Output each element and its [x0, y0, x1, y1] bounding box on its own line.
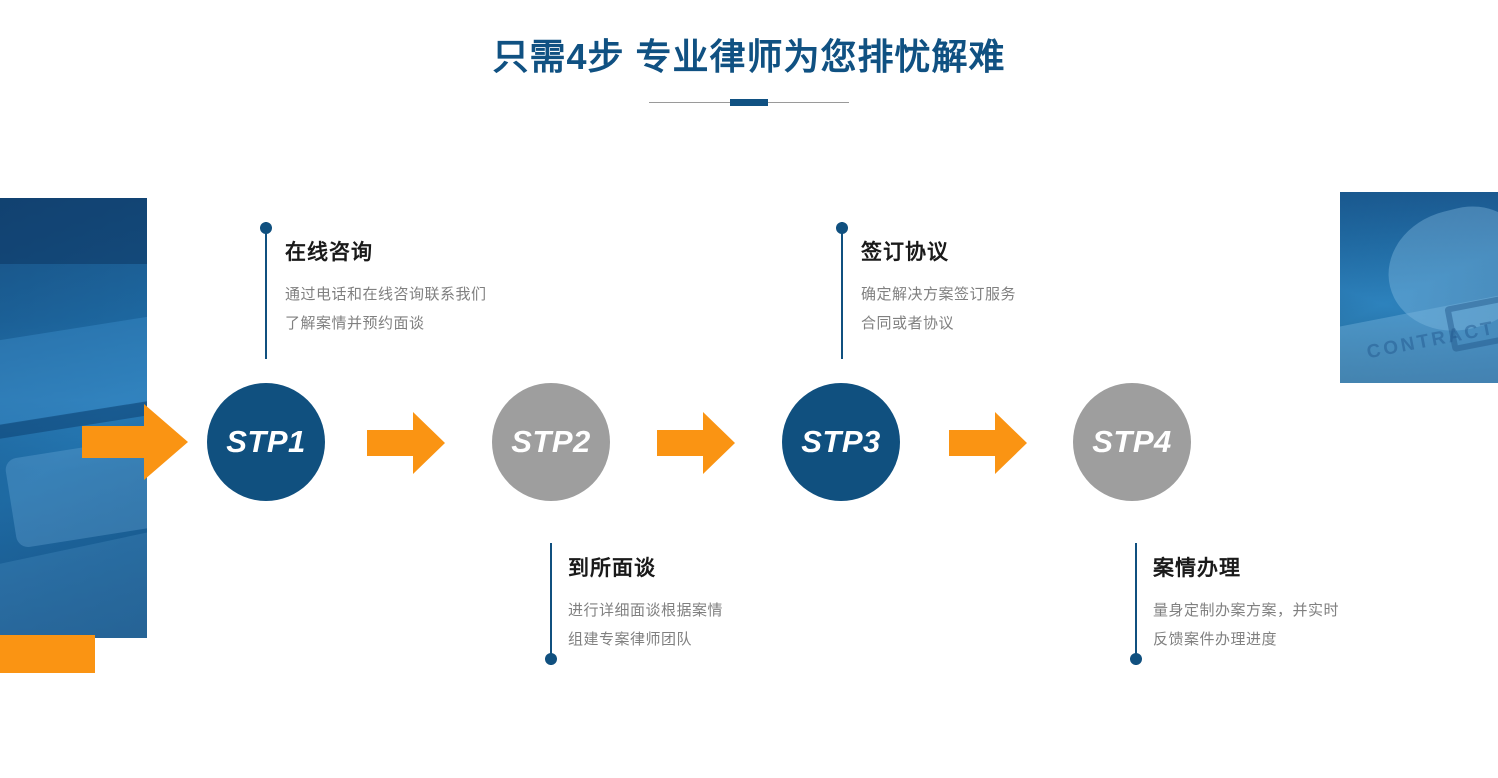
- step-text-4: 案情办理 量身定制办案方案，并实时 反馈案件办理进度: [1153, 552, 1339, 654]
- page-title: 只需4步 专业律师为您排忧解难: [492, 36, 1006, 77]
- divider-accent: [730, 99, 768, 106]
- step-title-3: 签订协议: [861, 241, 949, 264]
- photo-shape-top: [0, 198, 147, 264]
- step-desc-3-line-1: 确定解决方案签订服务: [861, 286, 1017, 303]
- step-title-4: 案情办理: [1153, 557, 1241, 580]
- connector-dot-2: [545, 653, 557, 665]
- step-desc-4-line-2: 反馈案件办理进度: [1153, 631, 1278, 648]
- flow-arrow-3: [949, 412, 1027, 474]
- flow-arrow-1: [367, 412, 445, 474]
- step-text-3: 签订协议 确定解决方案签订服务 合同或者协议: [861, 236, 1016, 338]
- right-photo: CONTRACT: [1340, 192, 1498, 383]
- left-photo: [0, 198, 147, 638]
- step-badge-label-1: STP1: [226, 424, 306, 459]
- step-badge-label-3: STP3: [801, 424, 881, 459]
- step-text-1: 在线咨询 通过电话和在线咨询联系我们 了解案情并预约面谈: [285, 236, 487, 338]
- step-badge-label-2: STP2: [511, 424, 591, 459]
- step-circle-1[interactable]: STP1: [207, 383, 325, 501]
- step-desc-1-line-1: 通过电话和在线咨询联系我们: [285, 286, 487, 303]
- connector-line-4: [1130, 543, 1142, 665]
- title-divider: [649, 98, 849, 108]
- connector-dot-1: [260, 222, 272, 234]
- step-desc-2-line-1: 进行详细面谈根据案情: [568, 602, 724, 619]
- step-circle-2[interactable]: STP2: [492, 383, 610, 501]
- step-desc-4-line-1: 量身定制办案方案，并实时: [1153, 602, 1340, 619]
- connector-stem-3: [841, 222, 843, 359]
- step-title-1: 在线咨询: [285, 241, 373, 264]
- step-text-2: 到所面谈 进行详细面谈根据案情 组建专案律师团队: [568, 552, 723, 654]
- connector-line-3: [836, 222, 848, 359]
- connector-stem-2: [550, 543, 552, 665]
- connector-line-2: [545, 543, 557, 665]
- step-desc-1-line-2: 了解案情并预约面谈: [285, 315, 425, 332]
- step-badge-label-4: STP4: [1092, 424, 1172, 459]
- connector-stem-4: [1135, 543, 1137, 665]
- flow-arrow-entry: [82, 404, 188, 480]
- orange-accent-block: [0, 635, 95, 673]
- step-circle-3[interactable]: STP3: [782, 383, 900, 501]
- step-title-2: 到所面谈: [568, 557, 656, 580]
- step-desc-2-line-2: 组建专案律师团队: [568, 631, 693, 648]
- flow-arrow-2: [657, 412, 735, 474]
- step-circle-4[interactable]: STP4: [1073, 383, 1191, 501]
- connector-dot-4: [1130, 653, 1142, 665]
- connector-line-1: [260, 222, 272, 359]
- connector-stem-1: [265, 222, 267, 359]
- step-desc-3-line-2: 合同或者协议: [861, 315, 955, 332]
- connector-dot-3: [836, 222, 848, 234]
